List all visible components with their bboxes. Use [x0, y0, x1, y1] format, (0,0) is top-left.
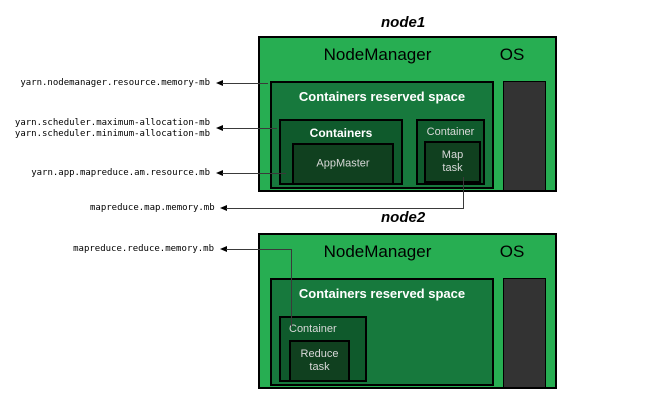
node2-os-memory-block	[503, 278, 546, 388]
annotation-scheduler-maximum-allocation-mb: yarn.scheduler.maximum-allocation-mb	[14, 118, 210, 128]
node1-map-task-box: Map task	[424, 141, 481, 183]
arrow-reduce-memory-mb	[220, 245, 227, 252]
node2-reserved-space-label: Containers reserved space	[298, 286, 466, 301]
node1-reserved-space-label: Containers reserved space	[298, 89, 466, 104]
node2-reduce-task-label: Reduce task	[291, 348, 348, 374]
node2-container-box: Container Reduce task	[279, 316, 367, 382]
connector-map-memory-mb-horizontal	[226, 208, 464, 209]
connector-reduce-memory-mb-horizontal	[226, 249, 292, 250]
node2-containers-reserved-space: Containers reserved space Container Redu…	[270, 278, 494, 386]
connector-reduce-memory-mb-vertical	[291, 249, 292, 327]
node1-appmaster-box: AppMaster	[292, 143, 394, 185]
annotation-reduce-memory-mb: mapreduce.reduce.memory.mb	[73, 244, 214, 254]
connector-am-resource-mb	[222, 173, 286, 174]
node1-box: NodeManager OS Containers reserved space…	[258, 36, 557, 192]
arrow-map-memory-mb	[220, 204, 227, 211]
annotation-am-resource-mb: yarn.app.mapreduce.am.resource.mb	[31, 168, 210, 178]
node1-container-label: Container	[426, 126, 475, 138]
reduce-task-line1: Reduce	[300, 348, 339, 360]
node2-title: node2	[381, 209, 426, 226]
connector-nodemanager-resource-memory-mb	[222, 83, 268, 84]
annotation-scheduler-minimum-allocation-mb: yarn.scheduler.minimum-allocation-mb	[14, 129, 210, 139]
map-task-line1: Map	[441, 149, 464, 161]
node1-containers-label: Containers	[309, 126, 373, 140]
node1-os-label: OS	[499, 45, 525, 64]
node1-appmaster-label: AppMaster	[316, 157, 370, 170]
node2-container-label: Container	[289, 323, 337, 335]
node1-containers-reserved-space: Containers reserved space Containers App…	[270, 81, 494, 189]
node2-os-label: OS	[499, 242, 525, 261]
node1-map-task-label: Map task	[426, 149, 479, 175]
annotation-map-memory-mb: mapreduce.map.memory.mb	[90, 203, 215, 213]
node1-containers-box: Containers AppMaster	[279, 119, 403, 185]
node1-nodemanager-label: NodeManager	[323, 45, 432, 64]
connector-map-memory-mb-vertical	[463, 177, 464, 208]
arrow-scheduler-allocation-mb	[216, 124, 223, 131]
reduce-task-line2: task	[309, 361, 330, 373]
node1-container-box: Container Map task	[416, 119, 485, 185]
node2-reduce-task-box: Reduce task	[289, 340, 350, 382]
node2-nodemanager-label: NodeManager	[323, 242, 432, 261]
node1-os-memory-block	[503, 81, 546, 191]
node1-title: node1	[381, 14, 426, 31]
map-task-line2: task	[442, 162, 463, 174]
annotation-nodemanager-resource-memory-mb: yarn.nodemanager.resource.memory-mb	[20, 78, 210, 88]
arrow-nodemanager-resource-memory-mb	[216, 79, 223, 86]
arrow-am-resource-mb	[216, 169, 223, 176]
node2-box: NodeManager OS Containers reserved space…	[258, 233, 557, 389]
connector-scheduler-allocation-mb	[222, 128, 277, 129]
